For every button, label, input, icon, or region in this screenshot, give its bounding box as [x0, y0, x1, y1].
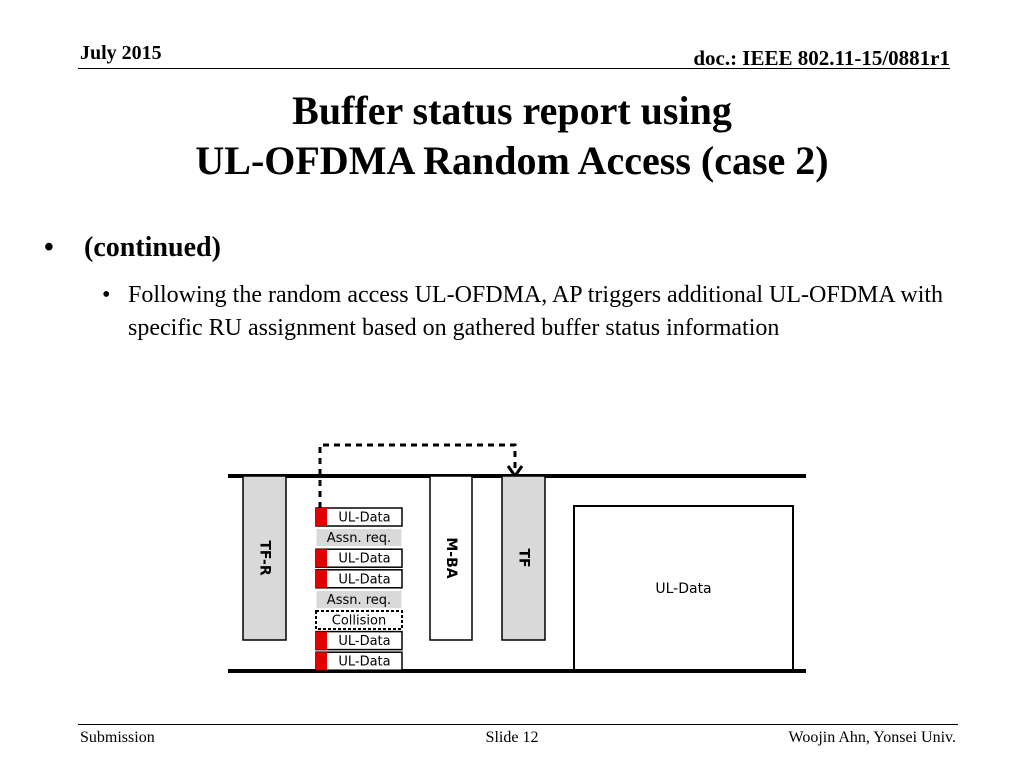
ru-slot-data: UL-Data [315, 507, 403, 527]
ru-slot-marker [316, 652, 327, 671]
ul-data-big-frame [573, 505, 794, 671]
ru-slot-data: UL-Data [315, 569, 403, 589]
footer-slide-number: Slide 12 [485, 729, 539, 746]
ru-slot-assn: Assn. req. [315, 589, 403, 609]
footer-author: Woojin Ahn, Yonsei Univ. [788, 729, 956, 746]
bullet-marker: • [44, 232, 54, 263]
ru-slot-collision: Collision [315, 610, 403, 630]
tf-frame [501, 475, 546, 641]
slide-title-line1: Buffer status report using [292, 88, 732, 133]
ru-slot-box [315, 610, 403, 630]
ru-slot-assn: Assn. req. [315, 528, 403, 548]
ru-slot-label: Assn. req. [327, 593, 391, 608]
ru-slot-box [315, 528, 403, 548]
tf-label: TF [516, 548, 532, 567]
footer-submission: Submission [80, 729, 155, 746]
ru-slot-label: UL-Data [338, 634, 390, 649]
slide-title-line2: UL-OFDMA Random Access (case 2) [195, 138, 829, 183]
ru-slot-data: UL-Data [315, 651, 403, 671]
ru-slot-label: UL-Data [338, 552, 390, 567]
ru-slot-data: UL-Data [315, 548, 403, 568]
mba-label: M-BA [443, 537, 459, 578]
ru-slot-data: UL-Data [315, 630, 403, 651]
ru-slot-marker [316, 508, 327, 526]
ru-slot-marker [316, 549, 327, 568]
bullet-level1-text: (continued) [84, 232, 221, 263]
slide-title: Buffer status report using UL-OFDMA Rand… [0, 86, 1024, 186]
tf-r-label: TF-R [257, 540, 273, 575]
ru-slot-label: UL-Data [338, 655, 390, 670]
ru-slot-marker [316, 631, 327, 650]
header-doc-id: doc.: IEEE 802.11-15/0881r1 [693, 46, 950, 70]
ul-data-big-label: UL-Data [655, 581, 711, 597]
ru-slot-label: Collision [332, 614, 386, 629]
ru-slot-marker [316, 569, 327, 588]
mba-frame [429, 475, 473, 641]
ru-slot-label: UL-Data [338, 511, 390, 526]
tf-r-frame [242, 475, 287, 641]
ru-slot-label: Assn. req. [327, 531, 391, 546]
header-date: July 2015 [80, 42, 162, 64]
bullet-level2-text: Following the random access UL-OFDMA, AP… [128, 282, 944, 341]
header-divider [78, 68, 950, 69]
footer-divider [78, 724, 958, 725]
bullet-marker-sub: • [102, 282, 111, 308]
ru-slot-box [315, 589, 403, 609]
ru-slot-label: UL-Data [338, 572, 390, 587]
